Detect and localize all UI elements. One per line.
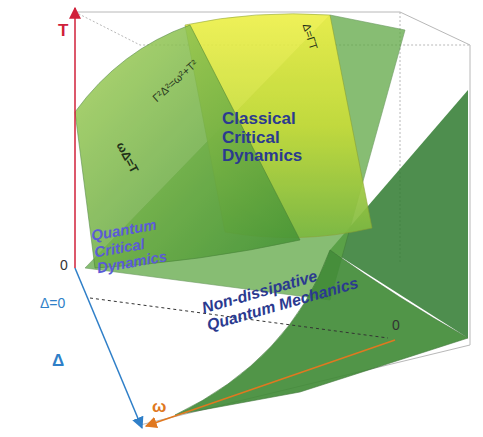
t-axis: [74, 8, 76, 268]
region-label: Classical Critical Dynamics: [222, 110, 342, 166]
axis-label: ω: [152, 398, 166, 417]
axis-origin: 0: [60, 258, 68, 273]
cube-frame: [75, 12, 470, 425]
axis-label: T: [58, 22, 68, 41]
delta-axis: [75, 268, 142, 428]
omega-axis: [146, 340, 395, 426]
axis-origin: 0: [392, 318, 400, 333]
lower-sheet: [175, 250, 468, 415]
axis-label: Δ=0: [40, 296, 65, 311]
axis-label: Δ: [52, 352, 64, 371]
